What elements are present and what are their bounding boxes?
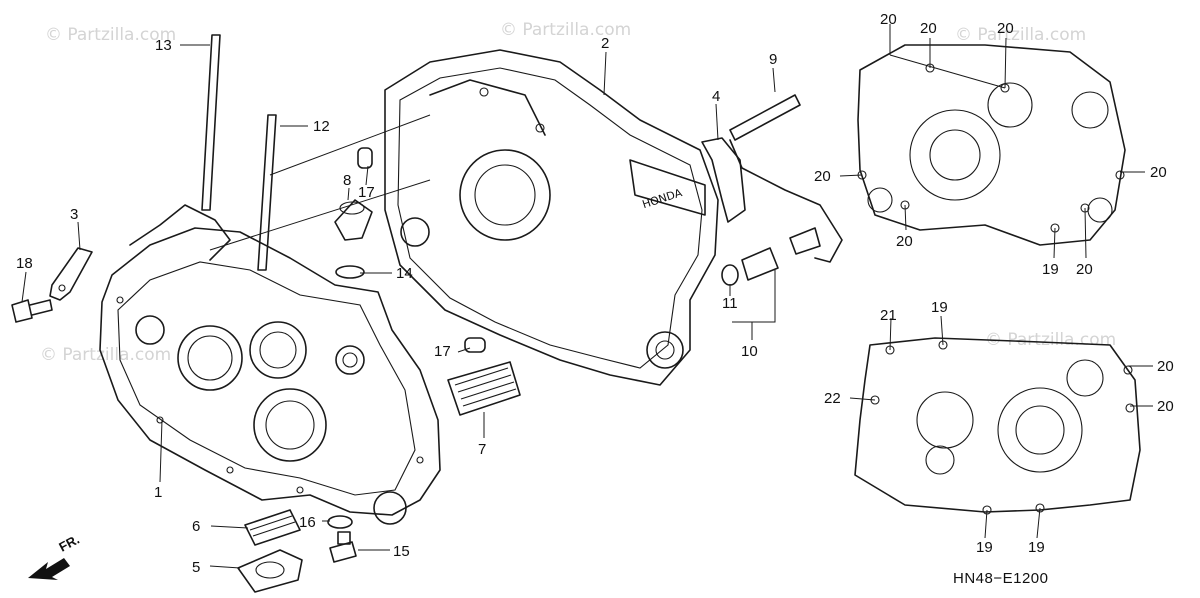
callout-2: 2 (601, 35, 609, 52)
o-ring (335, 265, 365, 279)
neutral-switch (741, 227, 821, 281)
callout-19: 19 (931, 299, 948, 316)
callout-labels: 13 12 2 4 9 3 18 8 17 14 17 7 1 6 5 16 1… (16, 11, 1174, 576)
diagram-code: HN48−E1200 (953, 570, 1048, 587)
bracket (49, 247, 93, 301)
callout-19: 19 (1028, 539, 1045, 556)
callout-1: 1 (154, 484, 162, 501)
watermark-layer: © Partzilla.com © Partzilla.com © Partzi… (40, 20, 1116, 365)
callout-21: 21 (880, 307, 897, 324)
cable-guide-plate (701, 137, 746, 223)
callout-19: 19 (1042, 261, 1059, 278)
callout-20: 20 (1157, 398, 1174, 415)
watermark: © Partzilla.com (955, 25, 1086, 45)
callout-10: 10 (741, 343, 758, 360)
seal-washer (721, 264, 739, 286)
callout-8: 8 (343, 172, 351, 189)
strainer-cover-plate (237, 549, 303, 593)
callout-20: 20 (1076, 261, 1093, 278)
dowel-pin-lower (464, 337, 486, 353)
sensor-wire (729, 94, 843, 263)
watermark: © Partzilla.com (985, 330, 1116, 350)
leader-lines (21, 24, 1153, 569)
callout-18: 18 (16, 255, 33, 272)
front-marker: FR. (56, 532, 82, 555)
callout-13: 13 (155, 37, 172, 54)
callout-15: 15 (393, 543, 410, 560)
watermark: © Partzilla.com (500, 20, 631, 40)
callout-20: 20 (896, 233, 913, 250)
stud-bolt-long (201, 34, 221, 211)
callout-17-lower: 17 (434, 343, 451, 360)
callout-19: 19 (976, 539, 993, 556)
left-crankcase (99, 204, 441, 525)
crankcase-gasket-lower (854, 337, 1141, 515)
front-direction-arrow-icon: FR. (28, 532, 82, 580)
callout-7: 7 (478, 441, 486, 458)
callout-20: 20 (1157, 358, 1174, 375)
sealing-washer (327, 515, 353, 529)
stud-bolt-short (257, 114, 277, 271)
callout-20: 20 (997, 20, 1014, 37)
oil-strainer-screen (447, 361, 521, 416)
callout-11: 11 (722, 295, 738, 312)
dowel-pin-upper (357, 147, 373, 169)
flange-bolt (11, 299, 53, 323)
callout-4: 4 (712, 88, 720, 105)
drain-bolt (329, 531, 357, 563)
watermark: © Partzilla.com (45, 25, 176, 45)
callout-20: 20 (1150, 164, 1167, 181)
right-crankcase: HONDA (384, 49, 719, 386)
callout-20: 20 (920, 20, 937, 37)
callout-20: 20 (880, 11, 897, 28)
crankcase-gasket-upper (857, 44, 1126, 246)
callout-22: 22 (824, 390, 841, 407)
callout-6: 6 (192, 518, 200, 535)
oil-filler-cap (334, 199, 373, 241)
strainer-cover-screen (244, 509, 301, 546)
callout-16: 16 (299, 514, 316, 531)
callout-3: 3 (70, 206, 78, 223)
callout-20: 20 (814, 168, 831, 185)
watermark: © Partzilla.com (40, 345, 171, 365)
callout-14: 14 (396, 265, 413, 282)
callout-5: 5 (192, 559, 200, 576)
callout-17-upper: 17 (358, 184, 375, 201)
callout-9: 9 (769, 51, 777, 68)
callout-12: 12 (313, 118, 330, 135)
